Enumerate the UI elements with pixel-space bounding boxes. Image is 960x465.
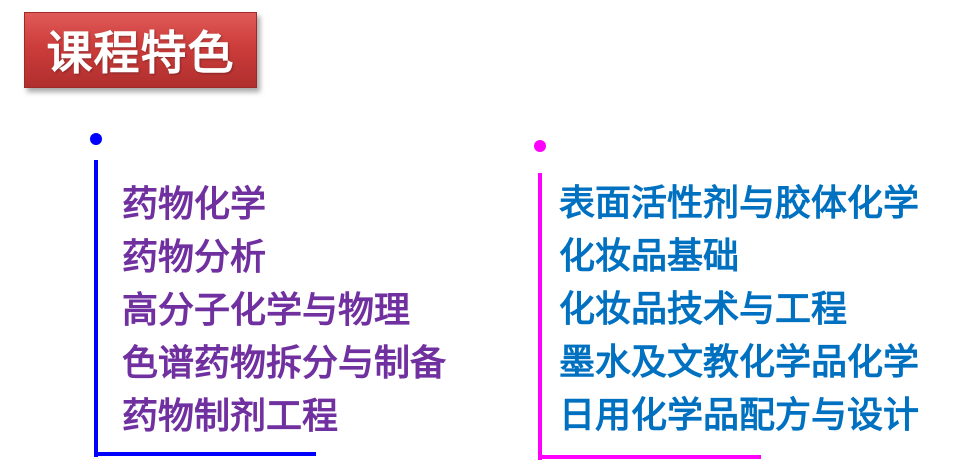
left-bullet-dot — [90, 133, 102, 145]
course-item: 化妆品技术与工程 — [559, 289, 848, 330]
right-bullet-dot — [534, 140, 546, 152]
course-item: 表面活性剂与胶体化学 — [559, 183, 920, 224]
course-item: 日用化学品配方与设计 — [559, 395, 920, 436]
course-item: 药物分析 — [122, 237, 267, 278]
course-item: 化妆品基础 — [559, 236, 740, 277]
right-horizontal-line — [538, 455, 761, 459]
left-horizontal-line — [94, 452, 316, 456]
right-vertical-line — [538, 173, 542, 460]
title-banner: 课程特色 — [24, 12, 257, 88]
course-item: 墨水及文教化学品化学 — [559, 342, 920, 383]
course-item: 高分子化学与物理 — [122, 290, 411, 331]
right-course-list: 表面活性剂与胶体化学 化妆品基础 化妆品技术与工程 墨水及文教化学品化学 日用化… — [559, 177, 919, 442]
left-course-list: 药物化学 药物分析 高分子化学与物理 色谱药物拆分与制备 药物制剂工程 — [122, 178, 446, 443]
page-title: 课程特色 — [46, 26, 235, 80]
course-item: 药物制剂工程 — [122, 396, 339, 437]
course-item: 色谱药物拆分与制备 — [122, 343, 447, 384]
left-vertical-line — [94, 160, 98, 457]
course-item: 药物化学 — [122, 184, 267, 225]
